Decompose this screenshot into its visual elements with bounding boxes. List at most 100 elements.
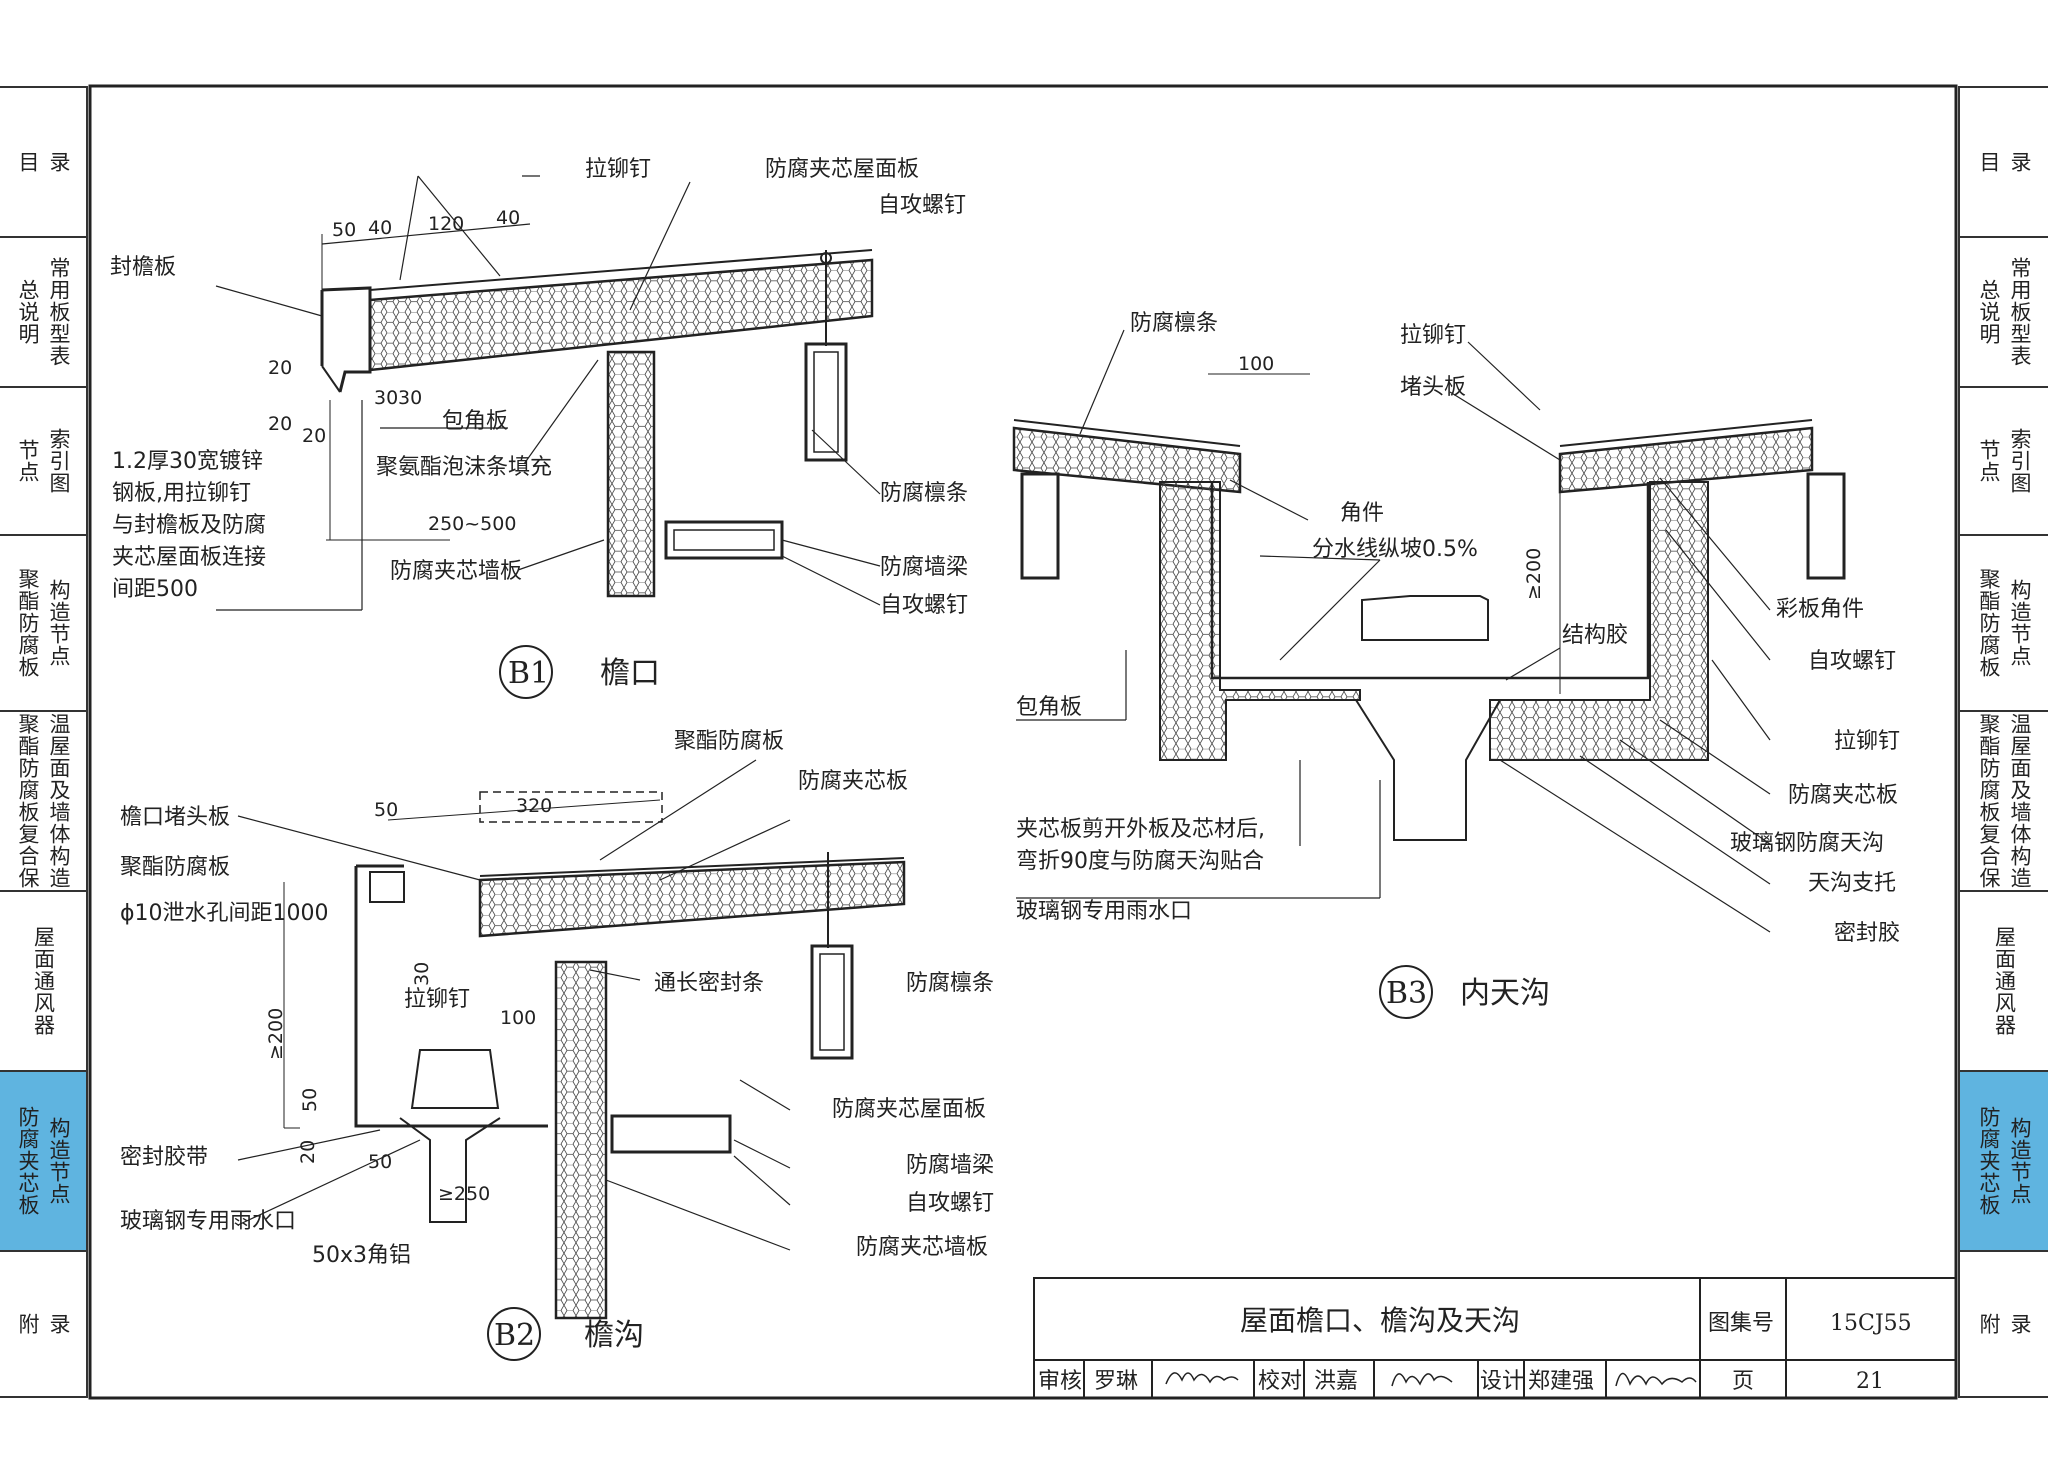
tab-label: 屋面通风器 <box>1992 926 2017 1036</box>
tab-label: 聚酯防腐板 <box>16 568 40 678</box>
b2-drain-hole-label: ϕ10泄水孔间距1000 <box>120 901 329 926</box>
b1-dim-20a: 20 <box>268 357 292 379</box>
b1-screw2-label: 自攻螺钉 <box>880 593 968 618</box>
b2-polyester2-label: 聚酯防腐板 <box>120 855 230 880</box>
tab-label: 总说明 <box>1977 279 2001 345</box>
tab-label: 录 <box>2008 151 2032 173</box>
b1-dim-20c: 20 <box>302 425 326 447</box>
b3-purlin-label: 防腐檩条 <box>1130 311 1218 336</box>
sidebar-right-index[interactable]: 节点 索引图 <box>1958 386 2048 534</box>
b3-struct-glue-label: 结构胶 <box>1562 623 1628 648</box>
tab-label: 构造节点 <box>2008 579 2032 667</box>
reviewer-signature <box>1165 1372 1239 1385</box>
b2-sandwich-label: 防腐夹芯板 <box>798 769 908 794</box>
b2-wall-beam <box>610 1114 732 1154</box>
b2-dim-50: 50 <box>374 799 398 821</box>
b2-dim-50c: 50 <box>368 1151 392 1173</box>
tab-label: 构造节点 <box>47 1117 71 1205</box>
tab-label: 温屋面及墙体构造 <box>2008 713 2032 889</box>
tab-label: 聚酯防腐板复合保 <box>16 713 40 889</box>
design-label: 设计 <box>1480 1369 1524 1394</box>
sidebar-right-polyester[interactable]: 聚酯防腐板 构造节点 <box>1958 534 2048 710</box>
sidebar-left-ventilator[interactable]: 屋面通风器 <box>0 890 88 1070</box>
b1-roof-panel-label: 防腐夹芯屋面板 <box>765 157 919 182</box>
atlas-label: 图集号 <box>1708 1311 1774 1336</box>
b2-wall-beam-label: 防腐墙梁 <box>906 1153 994 1178</box>
b1-fascia <box>321 286 372 393</box>
b2-rivet-label: 拉铆钉 <box>404 987 470 1012</box>
atlas-number: 15CJ55 <box>1830 1311 1912 1336</box>
tab-label: 温屋面及墙体构造 <box>47 713 71 889</box>
review-label: 审核 <box>1038 1369 1082 1394</box>
sidebar-left-toc[interactable]: 目 录 <box>0 86 88 236</box>
b3-gutter-left <box>1159 481 1361 761</box>
b3-gutter-right <box>1489 481 1709 761</box>
b2-dim-320: 320 <box>516 795 552 817</box>
tab-label: 常用板型表 <box>47 257 71 367</box>
sidebar-left-composite[interactable]: 聚酯防腐板复合保 温屋面及墙体构造 <box>0 710 88 890</box>
b3-screw-label: 自攻螺钉 <box>1808 649 1896 674</box>
tab-label: 聚酯防腐板复合保 <box>1977 713 2001 889</box>
b1-note-line-4: 夹芯屋面板连接 <box>112 545 266 570</box>
sidebar-left-sandwich[interactable]: 防腐夹芯板 构造节点 <box>0 1070 88 1250</box>
tab-label: 索引图 <box>2008 428 2032 494</box>
b2-wall-panel <box>554 960 608 1320</box>
b2-angle-label: 50x3角铝 <box>312 1243 411 1268</box>
b2-polyester-label: 聚酯防腐板 <box>674 729 784 754</box>
sidebar-right-appendix[interactable]: 附 录 <box>1958 1250 2048 1398</box>
b1-marker-circle <box>499 645 553 699</box>
b1-note-line-3: 与封檐板及防腐 <box>112 513 266 538</box>
b3-sandwich-label: 防腐夹芯板 <box>1788 783 1898 808</box>
tab-label: 节点 <box>16 439 40 483</box>
tab-label: 常用板型表 <box>2008 257 2032 367</box>
sidebar-left-general[interactable]: 总说明 常用板型表 <box>0 236 88 386</box>
b3-title: 内天沟 <box>1460 976 1550 1011</box>
b1-note-line-5: 间距500 <box>112 577 198 602</box>
b2-roof-panel-label: 防腐夹芯屋面板 <box>832 1097 986 1122</box>
page-number: 21 <box>1856 1369 1884 1394</box>
b2-outlet <box>410 1049 500 1109</box>
b3-rivet-label: 拉铆钉 <box>1400 323 1466 348</box>
b3-dim-200: ≥200 <box>1523 548 1545 600</box>
b3-rivet2-label: 拉铆钉 <box>1834 729 1900 754</box>
sidebar-right-composite[interactable]: 聚酯防腐板复合保 温屋面及墙体构造 <box>1958 710 2048 890</box>
b2-dim-50b: 50 <box>299 1088 321 1112</box>
b3-note-line-2: 弯折90度与防腐天沟贴合 <box>1016 849 1264 874</box>
b1-rivet-label: 拉铆钉 <box>585 157 651 182</box>
sidebar-right-general[interactable]: 总说明 常用板型表 <box>1958 236 2048 386</box>
b3-angle-label: 角件 <box>1340 501 1384 526</box>
tab-label: 构造节点 <box>2008 1117 2032 1205</box>
b1-wall-panel-label: 防腐夹芯墙板 <box>390 559 522 584</box>
sidebar-right-sandwich[interactable]: 防腐夹芯板 构造节点 <box>1958 1070 2048 1250</box>
b2-id: B2 <box>494 1318 535 1353</box>
tab-label: 录 <box>47 151 71 173</box>
b2-purlin <box>810 944 854 1060</box>
sheet-title: 屋面檐口、檐沟及天沟 <box>1240 1304 1520 1337</box>
b2-dim-20: 20 <box>297 1140 319 1164</box>
b1-dim-30b: 30 <box>398 387 422 409</box>
b3-sealant-label: 密封胶 <box>1834 921 1900 946</box>
b1-dim-40b: 40 <box>496 207 520 229</box>
b1-note-line-1: 1.2厚30宽镀锌 <box>112 449 263 474</box>
designer-name: 郑建强 <box>1528 1369 1594 1394</box>
tab-label: 索引图 <box>47 428 71 494</box>
b2-dim-30: 30 <box>411 962 433 986</box>
b1-dim-40a: 40 <box>368 217 392 239</box>
b1-wall-beam-label: 防腐墙梁 <box>880 555 968 580</box>
b1-dim-250-500: 250~500 <box>428 513 516 535</box>
b1-dim-120: 120 <box>428 213 464 235</box>
b1-purlin-label: 防腐檩条 <box>880 481 968 506</box>
b2-polyester-panel <box>479 791 663 823</box>
tab-label: 附 <box>1977 1313 2001 1335</box>
tab-label: 目 <box>1977 151 2001 173</box>
sidebar-left-index[interactable]: 节点 索引图 <box>0 386 88 534</box>
sidebar-right-ventilator[interactable]: 屋面通风器 <box>1958 890 2048 1070</box>
sidebar-left-appendix[interactable]: 附 录 <box>0 1250 88 1398</box>
sidebar-left-polyester[interactable]: 聚酯防腐板 构造节点 <box>0 534 88 710</box>
tab-label: 屋面通风器 <box>31 926 56 1036</box>
b1-title: 檐口 <box>600 656 660 691</box>
b3-right-purlin <box>1806 472 1846 580</box>
designer-signature <box>1615 1372 1697 1387</box>
sidebar-right-toc[interactable]: 目 录 <box>1958 86 2048 236</box>
b2-marker-circle <box>487 1307 541 1361</box>
